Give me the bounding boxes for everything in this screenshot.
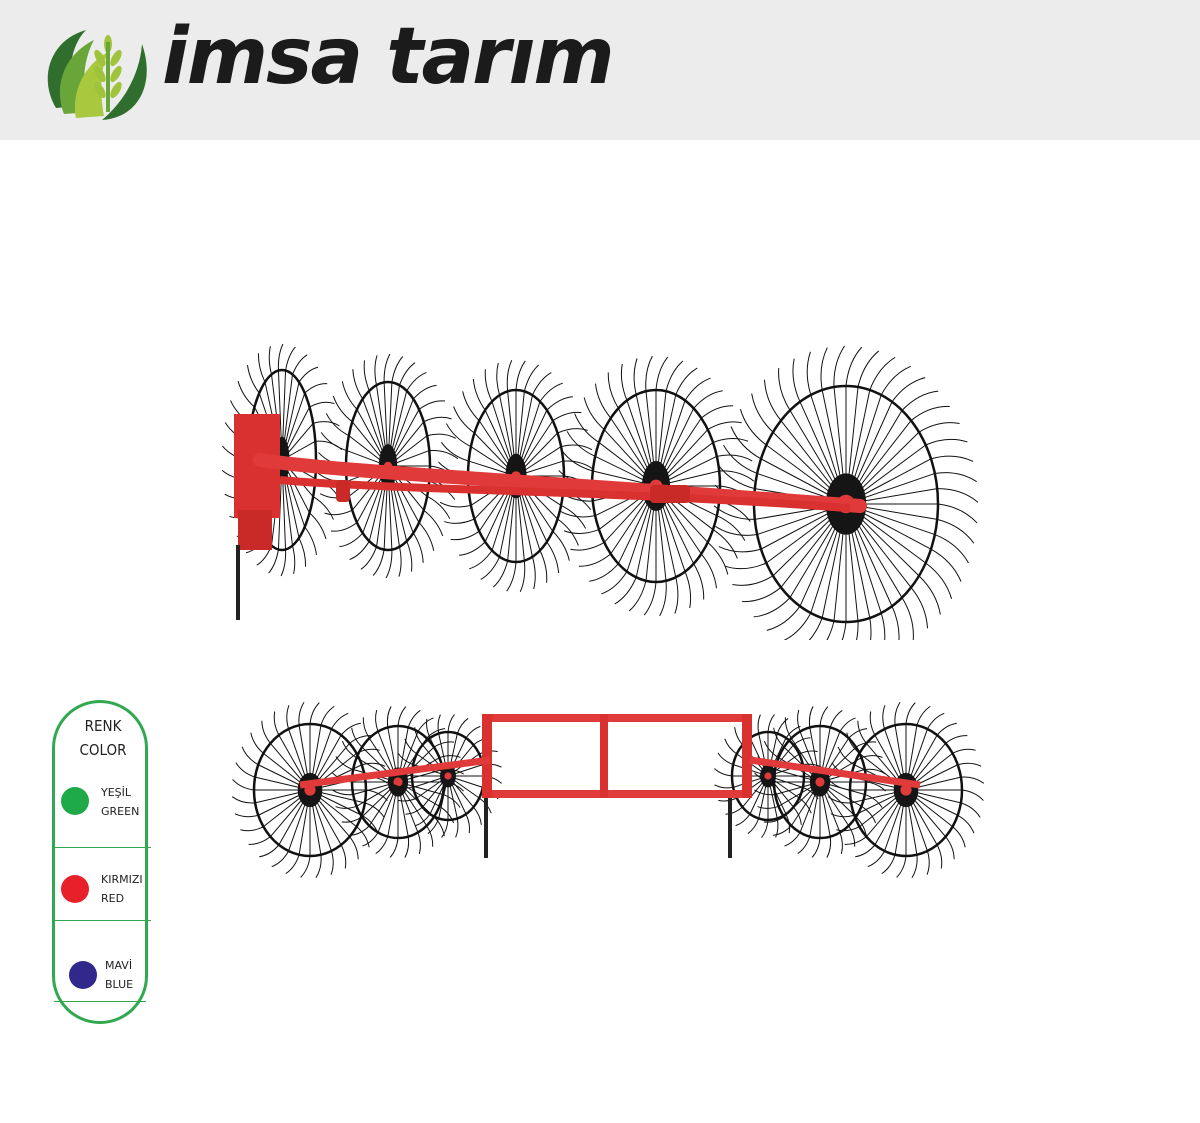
color-name-en: GREEN: [101, 805, 140, 818]
color-options-panel: RENK COLOR YEŞİL GREEN KIRMIZI RED MAVİ …: [52, 700, 151, 1024]
color-name-tr: MAVİ: [105, 959, 133, 972]
panel-title-tr: RENK: [84, 717, 122, 735]
brand-name: imsa tarım: [162, 12, 615, 102]
color-name-en: RED: [101, 892, 125, 905]
color-name-tr: KIRMIZI: [101, 873, 143, 886]
divider: [55, 920, 151, 921]
rake-wheel: [827, 701, 985, 879]
color-name-tr: YEŞİL: [101, 786, 132, 799]
header-bar: imsa tarım: [0, 0, 1200, 140]
rake-wheel: [231, 701, 389, 879]
blue-swatch: [69, 961, 97, 989]
green-swatch: [61, 787, 89, 815]
rake-side-view-image: [221, 343, 979, 640]
divider: [55, 847, 151, 848]
product-stage: [0, 140, 1200, 1123]
color-name-en: BLUE: [105, 978, 134, 991]
rake-front-view-image: [231, 701, 985, 879]
rake-wheel: [754, 706, 886, 858]
red-swatch: [61, 875, 89, 903]
wheat-swoosh-icon: [47, 30, 147, 120]
divider: [54, 1001, 146, 1002]
panel-title-en: COLOR: [79, 741, 127, 759]
